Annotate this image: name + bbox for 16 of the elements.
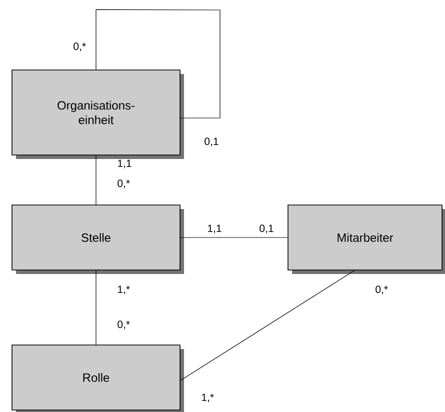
entity-box: Mitarbeiter — [288, 204, 445, 274]
entity-box: Organisations- einheit — [12, 70, 184, 159]
entity-box: Rolle — [12, 344, 184, 412]
cardinality-label: 0,* — [118, 320, 130, 330]
cardinality-label: 1,* — [202, 394, 214, 402]
connector-line — [180, 237, 288, 238]
cardinality-label: 0,1 — [260, 224, 274, 234]
connector-line — [180, 270, 355, 381]
cardinality-label: 1,1 — [208, 224, 222, 234]
entity-box: Stelle — [12, 204, 184, 274]
connector-line — [96, 9, 220, 118]
cardinality-label: 1,* — [118, 286, 130, 294]
cardinality-label: 0,* — [118, 180, 130, 188]
cardinality-label: 0,* — [376, 286, 388, 294]
cardinality-label: 0,* — [74, 42, 86, 52]
cardinality-label: 0,1 — [204, 138, 218, 146]
